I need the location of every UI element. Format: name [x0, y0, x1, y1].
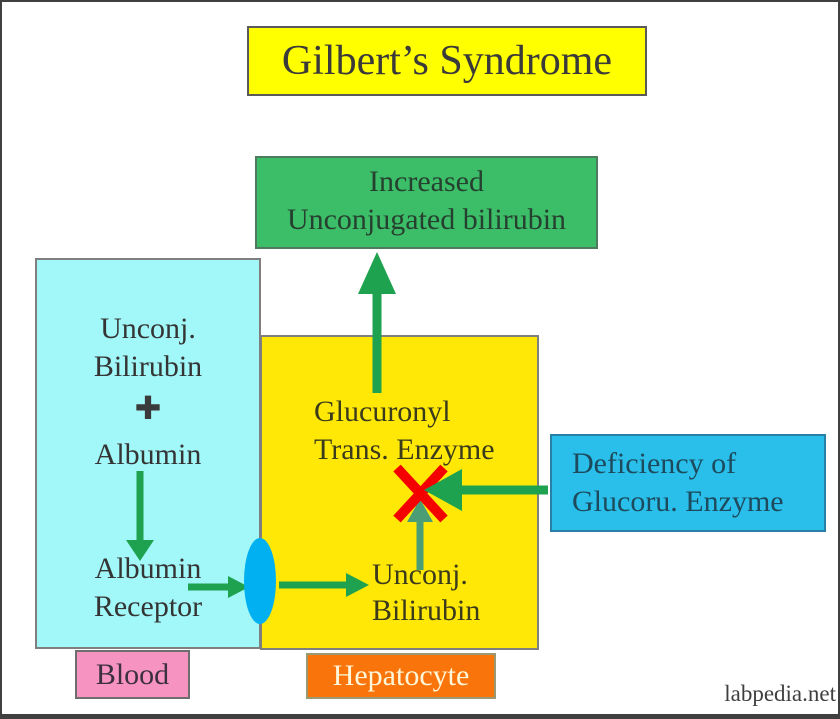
hepatocyte-unconj-bilirubin-text: Unconj. Bilirubin	[372, 557, 480, 629]
blood-unconj-line2: Bilirubin	[93, 350, 203, 383]
deficiency-line2: Glucoru. Enzyme	[572, 485, 784, 518]
blood-label: Blood	[75, 650, 190, 699]
blood-label-text: Blood	[95, 657, 170, 691]
watermark: labpedia.net	[714, 681, 836, 707]
enzyme-line2: Trans. Enzyme	[314, 433, 495, 466]
blood-unconj-bilirubin-text: Unconj. Bilirubin	[37, 310, 259, 386]
albumin-receptor-line2: Receptor	[93, 590, 203, 623]
albumin-text: Albumin	[37, 436, 259, 474]
blood-compartment: Unconj. Bilirubin ✚ Albumin Albumin Rece…	[35, 258, 261, 649]
enzyme-line1: Glucuronyl	[314, 395, 451, 428]
plus-icon: ✚	[134, 389, 162, 427]
page-title: Gilbert’s Syndrome	[281, 38, 613, 84]
hep-unconj-line1: Unconj.	[372, 558, 468, 591]
increased-line1: Increased	[369, 165, 484, 198]
glucuronyl-enzyme-text: Glucuronyl Trans. Enzyme	[314, 393, 495, 469]
hepatocyte-label-text: Hepatocyte	[332, 659, 470, 692]
deficiency-box: Deficiency of Glucoru. Enzyme	[550, 434, 826, 532]
albumin-receptor-text: Albumin Receptor	[37, 550, 259, 626]
albumin-label: Albumin	[94, 438, 202, 471]
hepatocyte-label: Hepatocyte	[306, 653, 496, 699]
deficiency-line1: Deficiency of	[572, 447, 737, 480]
albumin-receptor-line1: Albumin	[94, 552, 202, 585]
hepatocyte-compartment: Glucuronyl Trans. Enzyme Unconj. Bilirub…	[260, 335, 539, 650]
title-box: Gilbert’s Syndrome	[247, 26, 647, 96]
increased-bilirubin-box: Increased Unconjugated bilirubin	[255, 156, 598, 249]
blood-unconj-line1: Unconj.	[100, 312, 196, 345]
hep-unconj-line2: Bilirubin	[372, 594, 481, 627]
increased-line2: Unconjugated bilirubin	[286, 203, 567, 236]
watermark-text: labpedia.net	[724, 681, 836, 706]
